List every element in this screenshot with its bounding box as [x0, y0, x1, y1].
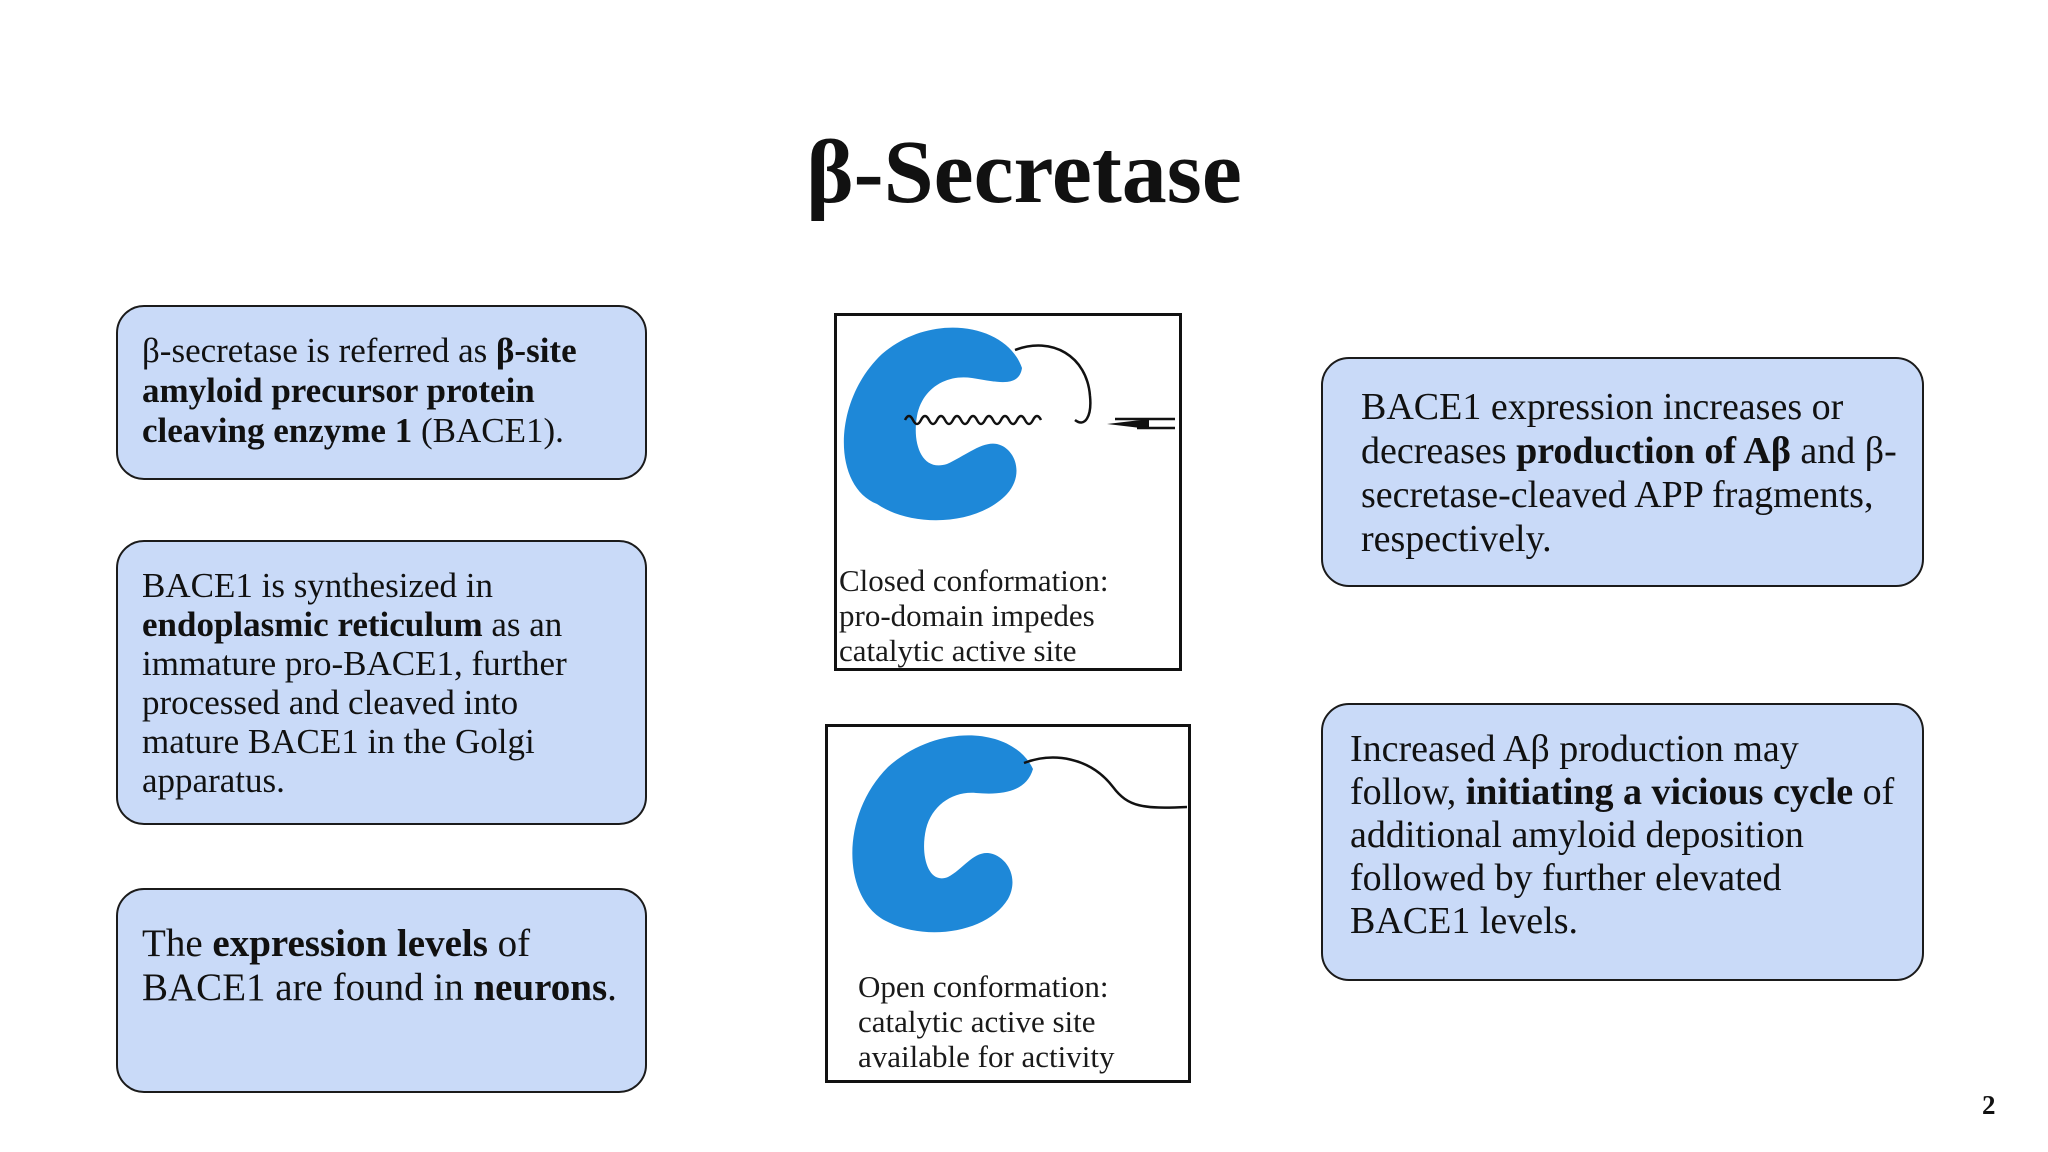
enzyme-shape	[852, 735, 1033, 933]
text-run: as an immature pro-BACE1, further proces…	[142, 605, 567, 800]
pro-domain-loop	[1014, 344, 1092, 424]
text-run-bold: endoplasmic reticulum	[142, 605, 483, 644]
pro-domain-open-chain	[1023, 756, 1187, 809]
text-run-bold: initiating a vicious cycle	[1465, 771, 1854, 813]
caption-line: available for activity	[858, 1039, 1115, 1074]
page-number: 2	[1982, 1090, 1996, 1120]
text-run: BACE1 expression increases or decreases	[1361, 386, 1844, 472]
pro-domain-wavy-line	[903, 414, 1043, 426]
text-run: and β-secretase-cleaved APP fragments, r…	[1361, 430, 1897, 560]
enzyme-closed-illustration	[843, 327, 1175, 521]
closed-caption: Closed conformation: pro-domain impedes …	[839, 563, 1108, 668]
info-box-synthesis: BACE1 is synthesized in endoplasmic reti…	[116, 540, 647, 825]
caption-line: pro-domain impedes	[839, 598, 1095, 633]
caption-line: Open conformation:	[858, 969, 1109, 1004]
text-run: The	[142, 922, 213, 965]
enzyme-shape	[843, 327, 1022, 521]
closed-conformation-figure: Closed conformation: pro-domain impedes …	[834, 313, 1182, 671]
text-run: Increased Aβ production may follow,	[1350, 728, 1799, 813]
text-run: .	[607, 966, 617, 1009]
text-run: (BACE1).	[412, 411, 564, 450]
equilibrium-arrow-head	[1107, 419, 1149, 429]
text-run-bold: β-site amyloid precursor protein cleavin…	[142, 331, 577, 450]
info-box-bace1-name: β-secretase is referred as β-site amyloi…	[116, 305, 647, 480]
info-box-expression-neurons: The expression levels of BACE1 are found…	[116, 888, 647, 1093]
open-caption: Open conformation: catalytic active site…	[858, 969, 1115, 1074]
text-run: β-secretase is referred as	[142, 331, 496, 370]
enzyme-open-illustration	[852, 735, 1187, 933]
caption-line: Closed conformation:	[839, 563, 1109, 598]
text-run-bold: expression levels	[212, 922, 488, 965]
info-box-vicious-cycle: Increased Aβ production may follow, init…	[1321, 703, 1924, 981]
slide-title: β-Secretase	[806, 123, 1242, 222]
text-run-bold: neurons	[473, 966, 608, 1009]
info-box-abeta-production: BACE1 expression increases or decreases …	[1321, 357, 1924, 587]
open-conformation-figure: Open conformation: catalytic active site…	[825, 724, 1191, 1083]
text-run: of BACE1 are found in	[142, 922, 531, 1009]
text-run: BACE1 is synthesized in	[142, 566, 493, 605]
caption-line: catalytic active site	[858, 1004, 1096, 1039]
caption-line: catalytic active site	[839, 633, 1077, 668]
text-run-bold: production of Aβ	[1516, 430, 1791, 472]
text-run: of additional amyloid deposition followe…	[1350, 771, 1895, 942]
